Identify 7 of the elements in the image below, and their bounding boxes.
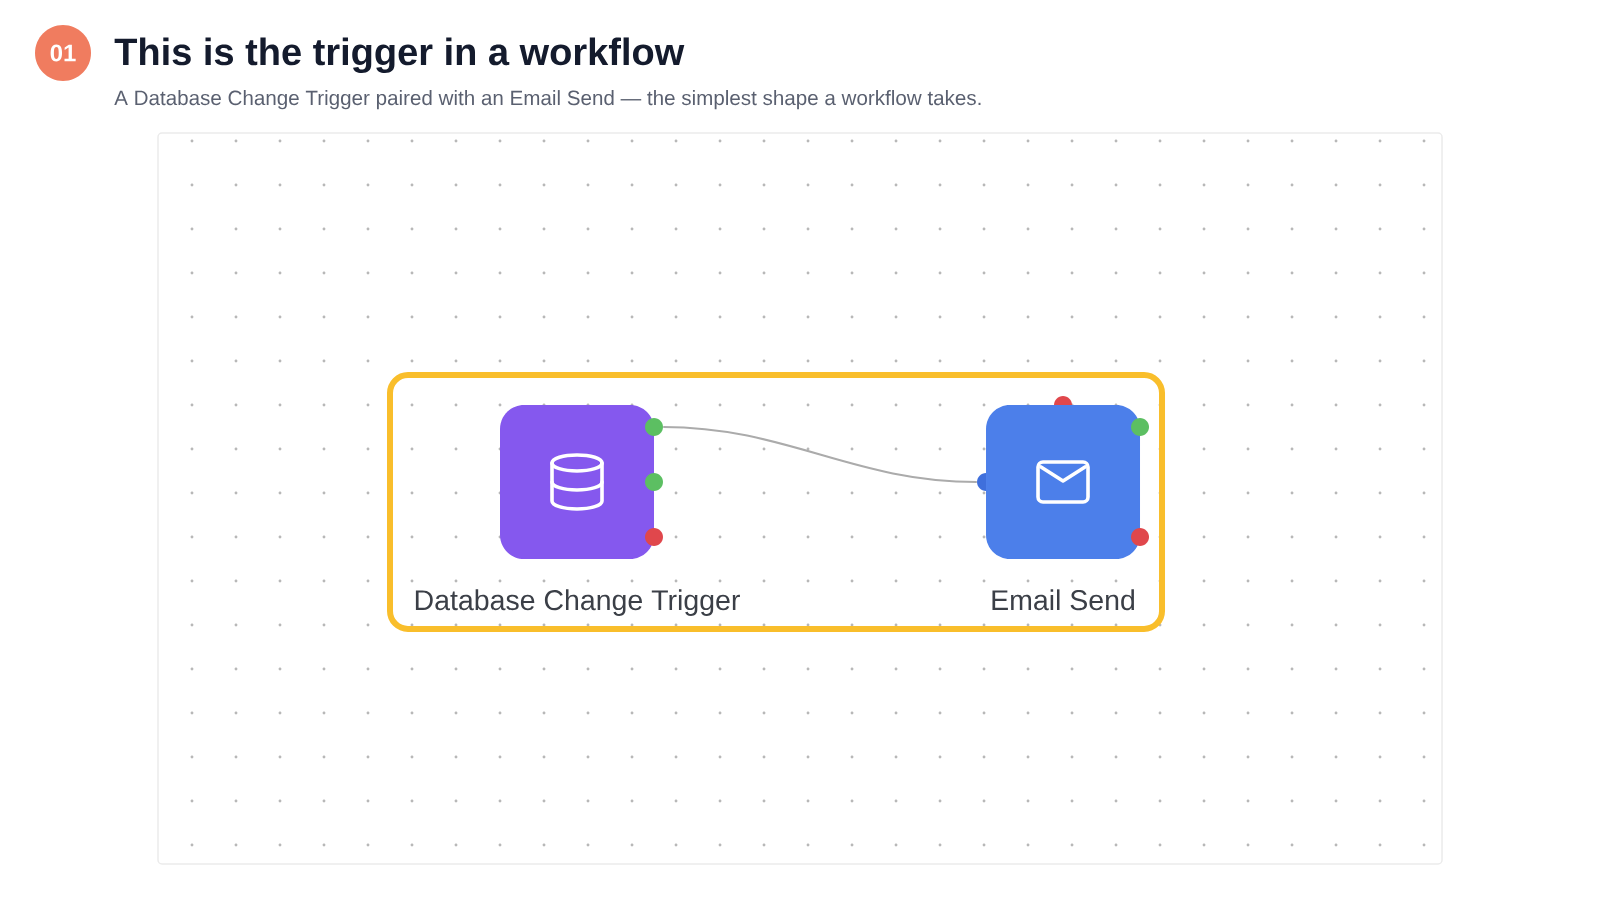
connector	[662, 426, 978, 483]
title: This is the trigger in a workflow	[114, 37, 685, 74]
subtitle: A Database Change Trigger paired with an Email Send — the simplest shape a workflow takes.	[114, 90, 981, 110]
node-label: Email Send	[992, 589, 1134, 611]
node-label: Database Change Trigger	[415, 589, 740, 616]
highlight-frame	[387, 372, 1165, 632]
number-badge: 01	[35, 25, 91, 81]
